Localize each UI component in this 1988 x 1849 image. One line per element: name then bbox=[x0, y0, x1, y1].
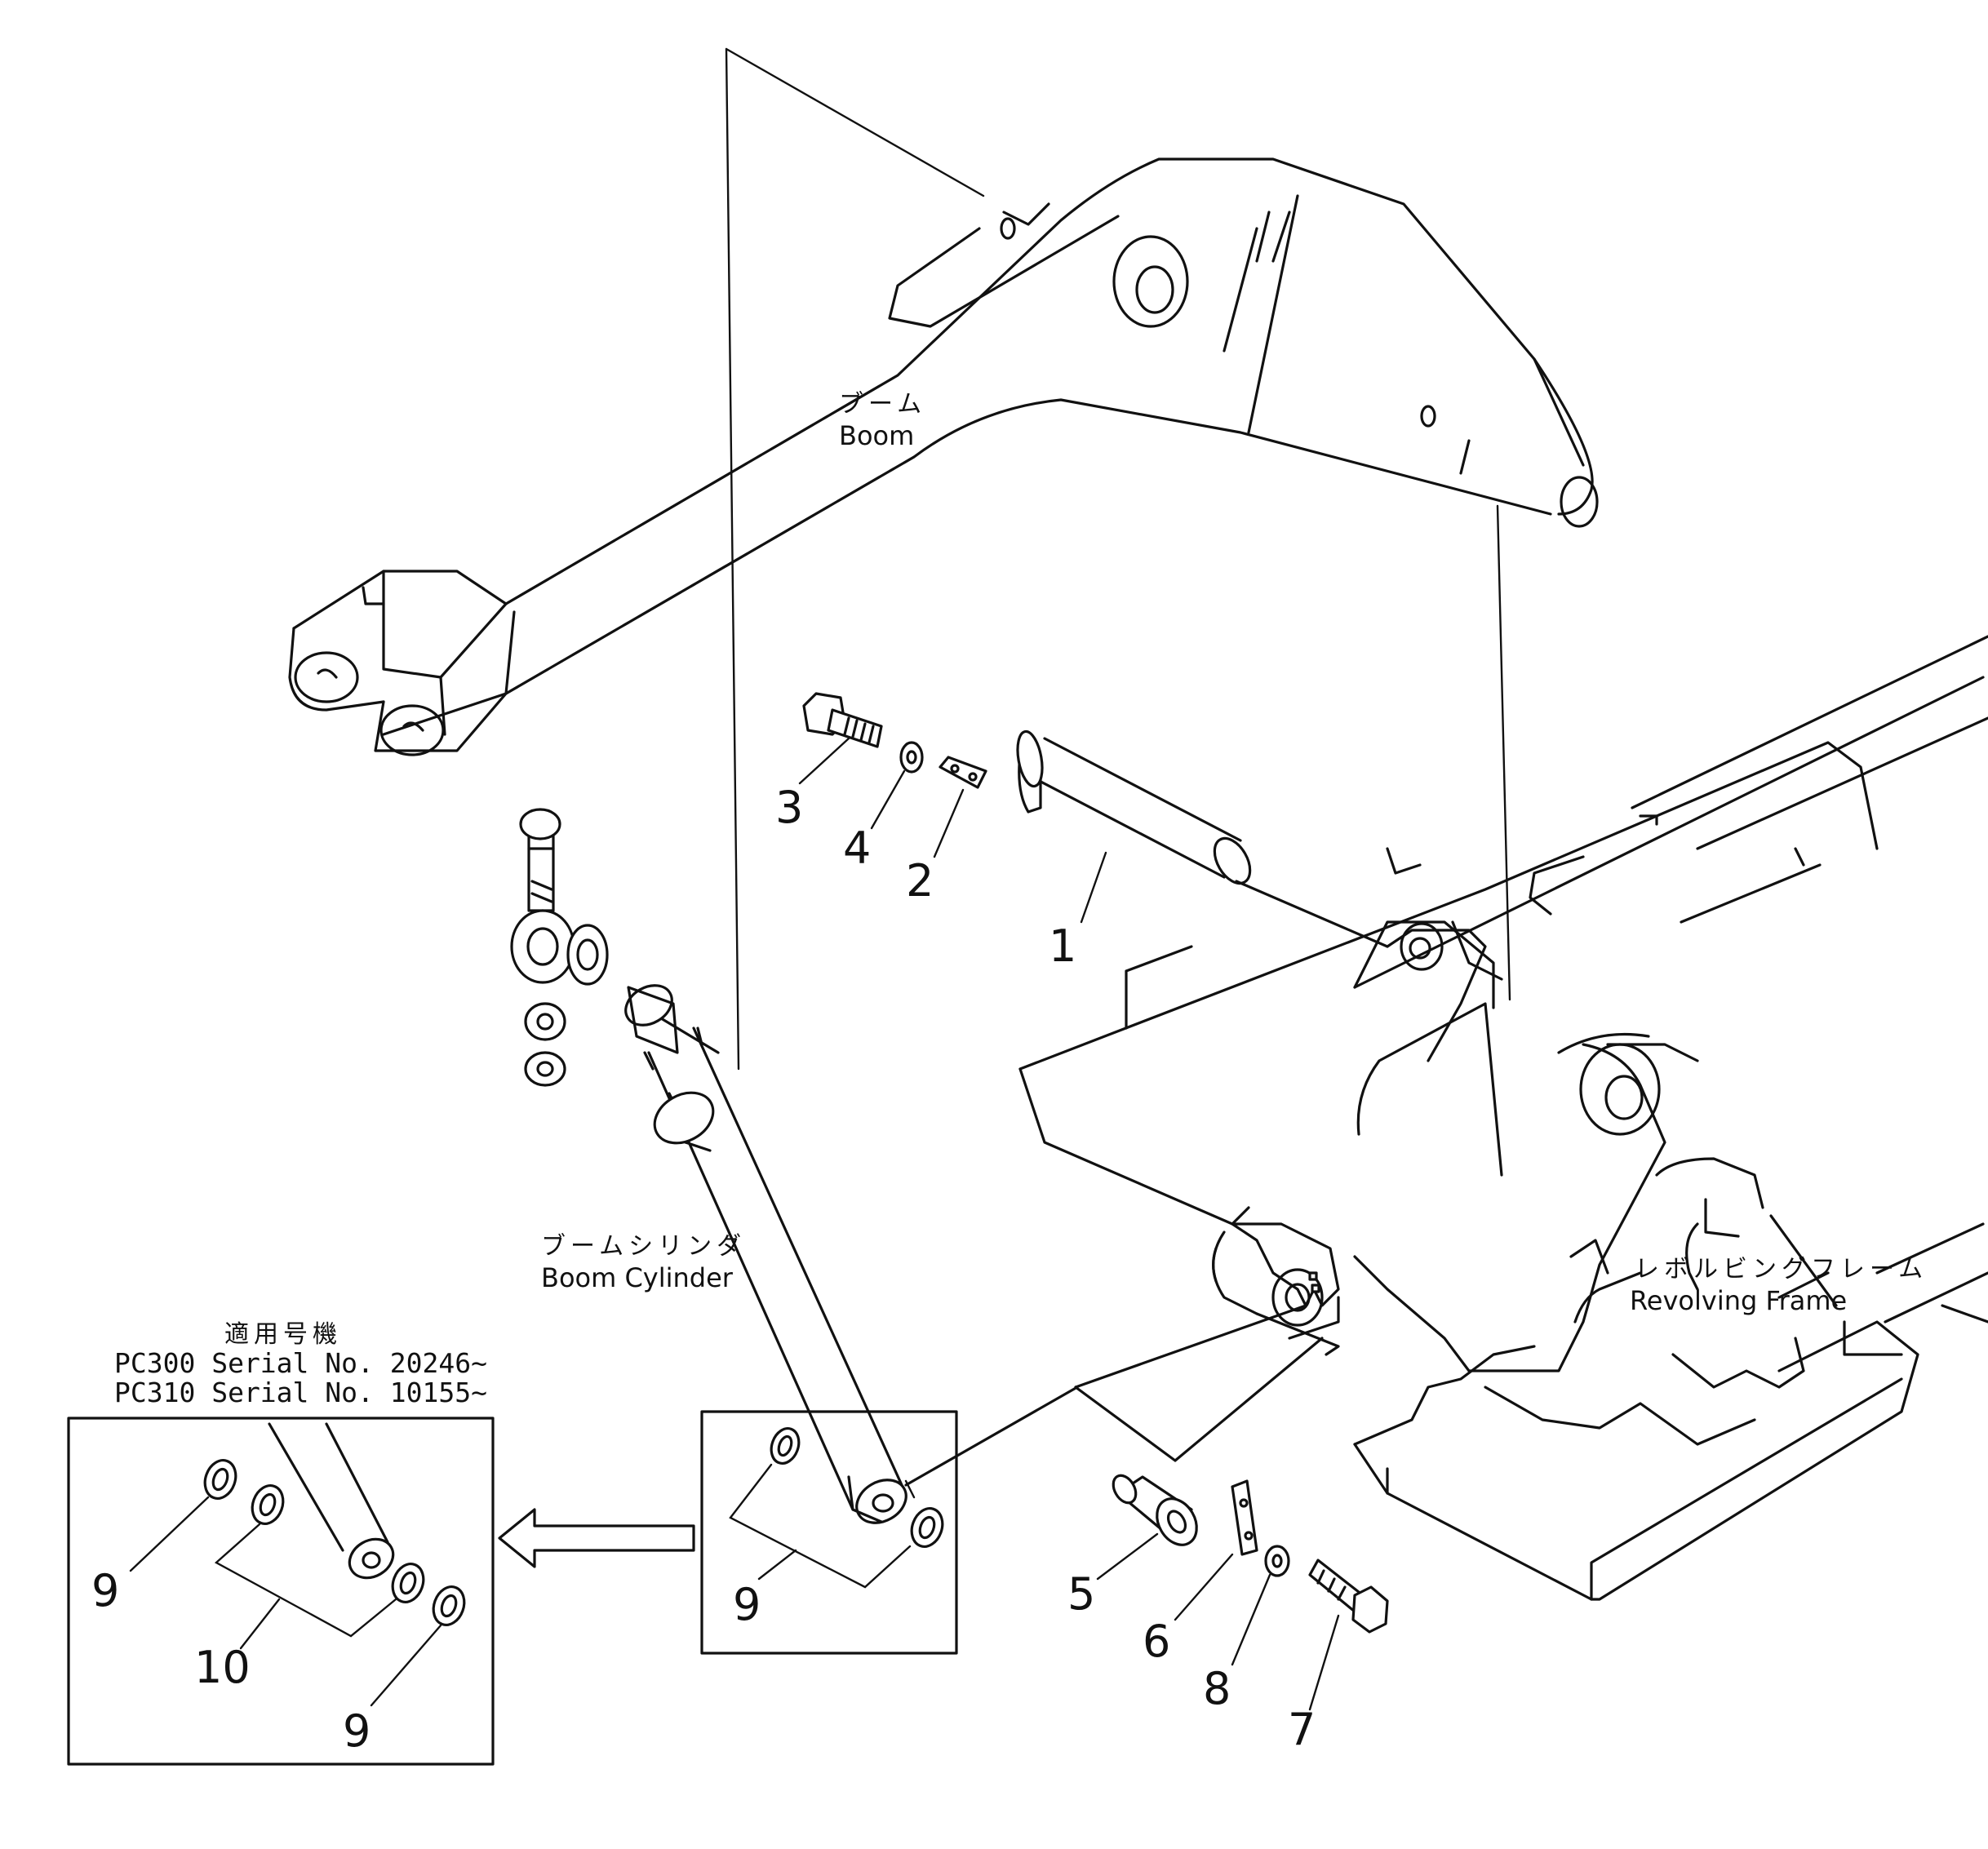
boom-label-jp: ブーム bbox=[839, 390, 926, 419]
part-number-1: 1 bbox=[1049, 920, 1076, 972]
main-pin-detail-box bbox=[700, 1410, 958, 1655]
boom-cylinder-label-jp: ブームシリンダ bbox=[541, 1232, 746, 1261]
part-number-9-main: 9 bbox=[733, 1579, 761, 1630]
boom-label: Boom bbox=[839, 420, 914, 451]
part-number-6: 6 bbox=[1143, 1616, 1170, 1667]
part-number-7: 7 bbox=[1288, 1704, 1316, 1755]
part-number-3: 3 bbox=[775, 782, 803, 833]
plate-2 bbox=[939, 756, 987, 789]
bolt-7 bbox=[1308, 1559, 1389, 1634]
part-number-2: 2 bbox=[906, 855, 934, 907]
main-pin-detail bbox=[729, 1427, 944, 1589]
revolving-frame bbox=[1018, 635, 1988, 1601]
serial-note-heading: 適用号機 bbox=[224, 1320, 342, 1349]
bolt-3 bbox=[802, 692, 883, 748]
pin-5 bbox=[1074, 1304, 1324, 1546]
part-number-9-inset-bottom: 9 bbox=[343, 1705, 371, 1757]
boom-pin-1 bbox=[1016, 729, 1389, 948]
washer-4 bbox=[899, 741, 924, 774]
part-number-4: 4 bbox=[843, 823, 871, 874]
serial-variant-detail bbox=[203, 1422, 466, 1638]
boom-cylinder-label: Boom Cylinder bbox=[541, 1262, 734, 1293]
leader-lines bbox=[129, 737, 1340, 1711]
revolving-frame-label-jp: レボルビングフレーム bbox=[1635, 1255, 1928, 1284]
variant-arrow bbox=[498, 1508, 695, 1568]
boom-cylinder bbox=[624, 984, 907, 1524]
serial-note-line-pc310: PC310 Serial No. 10155~ bbox=[114, 1377, 487, 1408]
part-number-8: 8 bbox=[1203, 1663, 1231, 1714]
part-number-5: 5 bbox=[1067, 1568, 1095, 1620]
serial-note-line-pc300: PC300 Serial No. 20246~ bbox=[114, 1347, 487, 1379]
boom-reference-line bbox=[725, 47, 1511, 1071]
cylinder-head-parts bbox=[510, 808, 609, 1087]
boom bbox=[288, 157, 1599, 756]
revolving-frame-label: Revolving Frame bbox=[1630, 1285, 1847, 1316]
part-number-9-inset-left: 9 bbox=[91, 1565, 119, 1616]
washer-8 bbox=[1264, 1545, 1290, 1577]
serial-variant-box bbox=[67, 1417, 495, 1766]
part-number-10: 10 bbox=[194, 1642, 251, 1693]
plate-6 bbox=[1231, 1479, 1258, 1556]
